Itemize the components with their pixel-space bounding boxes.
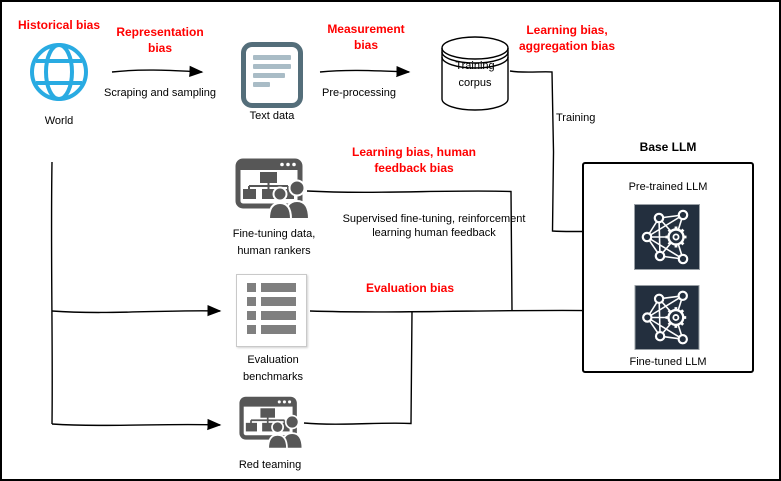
checklist-icon [236, 274, 307, 347]
evaluation-bias-label: Evaluation bias [365, 281, 455, 295]
arrow-preprocessing [319, 65, 411, 78]
representation-bias-label: Representation bias [116, 25, 204, 55]
training-label: Training [556, 112, 596, 124]
arrow-world-evaluation [51, 305, 222, 317]
training-corpus-label: Training corpus [455, 60, 495, 89]
line-red-teaming [303, 311, 413, 425]
fine-tuning-data-label: Fine-tuning data, human rankers [232, 228, 316, 257]
arrow-scraping [111, 65, 204, 77]
red-teaming-icon [239, 392, 305, 457]
measurement-bias-label: Measurement bias [327, 22, 405, 52]
window-people-icon [235, 156, 312, 225]
sft-rlhf-label: Supervised fine-tuning, reinforcement le… [342, 213, 526, 239]
neural-network-gear-icon [634, 285, 700, 355]
document-icon [241, 42, 303, 108]
finetuned-llm-label: Fine-tuned LLM [629, 356, 707, 368]
arrow-evaluation [309, 305, 623, 317]
red-teaming-label: Red teaming [238, 459, 302, 471]
base-llm-title: Base LLM [639, 140, 697, 154]
text-data-label: Text data [249, 110, 295, 122]
database-cylinder-icon [440, 35, 510, 118]
neural-network-gear-icon [634, 204, 700, 275]
historical-bias-label: Historical bias [17, 18, 101, 32]
learning-aggregation-bias-label: Learning bias, aggregation bias [518, 23, 616, 53]
evaluation-benchmarks-label: Evaluation benchmarks [243, 354, 303, 383]
line-world-down [50, 161, 53, 425]
scraping-label: Scraping and sampling [104, 87, 216, 99]
preprocessing-label: Pre-processing [322, 87, 396, 99]
world-label: World [44, 115, 74, 127]
globe-icon [27, 40, 91, 109]
arrow-world-red-teaming [51, 418, 222, 431]
line-fine-tuning [306, 190, 513, 311]
learning-human-feedback-bias-label: Learning bias, human feedback bias [351, 145, 477, 175]
pretrained-llm-label: Pre-trained LLM [628, 181, 708, 193]
